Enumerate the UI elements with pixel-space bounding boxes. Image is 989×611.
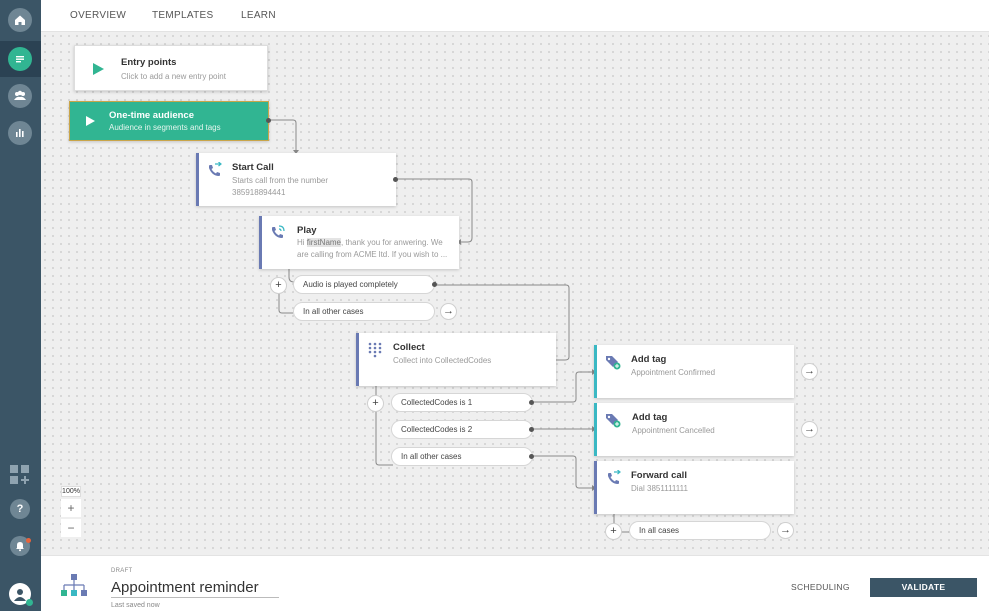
connector-dot[interactable] [529,427,534,432]
play-icon [86,116,95,126]
add-tag-subtitle: Appointment Confirmed [631,368,716,377]
add-tag-title: Add tag [632,412,668,423]
help-icon[interactable]: ? [10,499,30,519]
add-branch-button[interactable]: + [367,395,384,412]
variable-chip: firstName [306,238,342,247]
flow-name-input[interactable]: Appointment reminder [111,579,279,598]
connector-dot[interactable] [393,177,398,182]
start-call-title: Start Call [232,162,274,173]
bottom-bar: DRAFT Appointment reminder Last saved no… [41,555,989,611]
add-tag-title: Add tag [631,354,667,365]
node-arrow-button[interactable]: → [801,421,818,438]
branch-audio-played[interactable]: Audio is played completely [293,275,435,294]
play-icon [93,63,104,75]
people-icon[interactable] [8,84,32,108]
sidebar: ? [0,0,41,611]
play-title: Play [297,225,317,236]
start-call-node[interactable]: Start Call Starts call from the number 3… [196,153,396,206]
connector-dot[interactable] [432,282,437,287]
forward-call-subtitle: Dial 3851111111 [631,484,688,493]
play-line2: are calling from ACME ltd. If you wish t… [297,250,448,259]
audience-subtitle: Audience in segments and tags [109,123,221,132]
tab-overview[interactable]: OVERVIEW [70,10,127,21]
branch-arrow-button[interactable]: → [440,303,457,320]
validate-button[interactable]: VALIDATE [870,578,977,597]
flow-canvas[interactable]: Entry points Click to add a new entry po… [41,32,989,555]
tab-learn[interactable]: LEARN [241,10,276,21]
notifications-icon[interactable] [10,536,30,556]
branch-collect-other[interactable]: In all other cases [391,447,533,466]
avatar-status-icon [26,599,33,606]
phone-ringing-icon [272,225,285,238]
node-arrow-button[interactable]: → [801,363,818,380]
tag-add-icon [606,356,621,370]
forward-call-title: Forward call [631,470,687,481]
entry-points-node[interactable]: Entry points Click to add a new entry po… [74,45,268,91]
audience-node[interactable]: One-time audience Audience in segments a… [69,101,269,141]
scheduling-button[interactable]: SCHEDULING [791,582,850,592]
add-branch-button[interactable]: + [605,523,622,540]
avatar[interactable] [9,583,31,605]
draft-status: DRAFT [111,568,133,574]
collect-subtitle: Collect into CollectedCodes [393,356,492,365]
add-widget-icon[interactable] [8,463,32,487]
connector-dot[interactable] [266,118,271,123]
branch-all-cases[interactable]: In all cases [629,521,771,540]
collect-node[interactable]: Collect Collect into CollectedCodes [356,333,556,386]
tag-add-icon [606,414,621,428]
branch-collected-1[interactable]: CollectedCodes is 1 [391,393,533,412]
zoom-controls: 100% + − [61,486,81,537]
add-branch-button[interactable]: + [270,277,287,294]
phone-forward-icon [608,470,621,484]
branch-other-cases[interactable]: In all other cases [293,302,435,321]
analytics-icon[interactable] [8,121,32,145]
add-tag-node-confirmed[interactable]: Add tag Appointment Confirmed [594,345,794,398]
entry-subtitle: Click to add a new entry point [121,72,226,81]
add-tag-subtitle: Appointment Cancelled [632,426,715,435]
tab-templates[interactable]: TEMPLATES [152,10,214,21]
forward-call-node[interactable]: Forward call Dial 3851111111 [594,461,794,514]
flows-icon[interactable] [8,47,32,71]
last-saved-text: Last saved now [111,602,160,609]
notification-badge [26,538,31,543]
connector-dot[interactable] [529,454,534,459]
home-icon[interactable] [8,8,32,32]
branch-arrow-button[interactable]: → [777,522,794,539]
play-line1: Hi firstName, thank you for anwering. We [297,238,443,247]
branch-collected-2[interactable]: CollectedCodes is 2 [391,420,533,439]
zoom-level: 100% [61,486,81,497]
start-call-line1: Starts call from the number [232,176,329,185]
zoom-in-button[interactable]: + [61,499,81,517]
audience-title: One-time audience [109,110,194,121]
add-tag-node-cancelled[interactable]: Add tag Appointment Cancelled [594,403,794,456]
start-call-line2: 385918894441 [232,188,286,197]
play-node[interactable]: Play Hi firstName, thank you for anwerin… [259,216,459,269]
phone-outgoing-icon [209,162,222,176]
flow-diagram-icon [61,574,87,596]
zoom-out-button[interactable]: − [61,519,81,537]
entry-title: Entry points [121,57,177,68]
connector-dot[interactable] [529,400,534,405]
top-nav: OVERVIEW TEMPLATES LEARN [41,0,989,32]
keypad-icon [368,342,382,358]
collect-title: Collect [393,342,425,353]
